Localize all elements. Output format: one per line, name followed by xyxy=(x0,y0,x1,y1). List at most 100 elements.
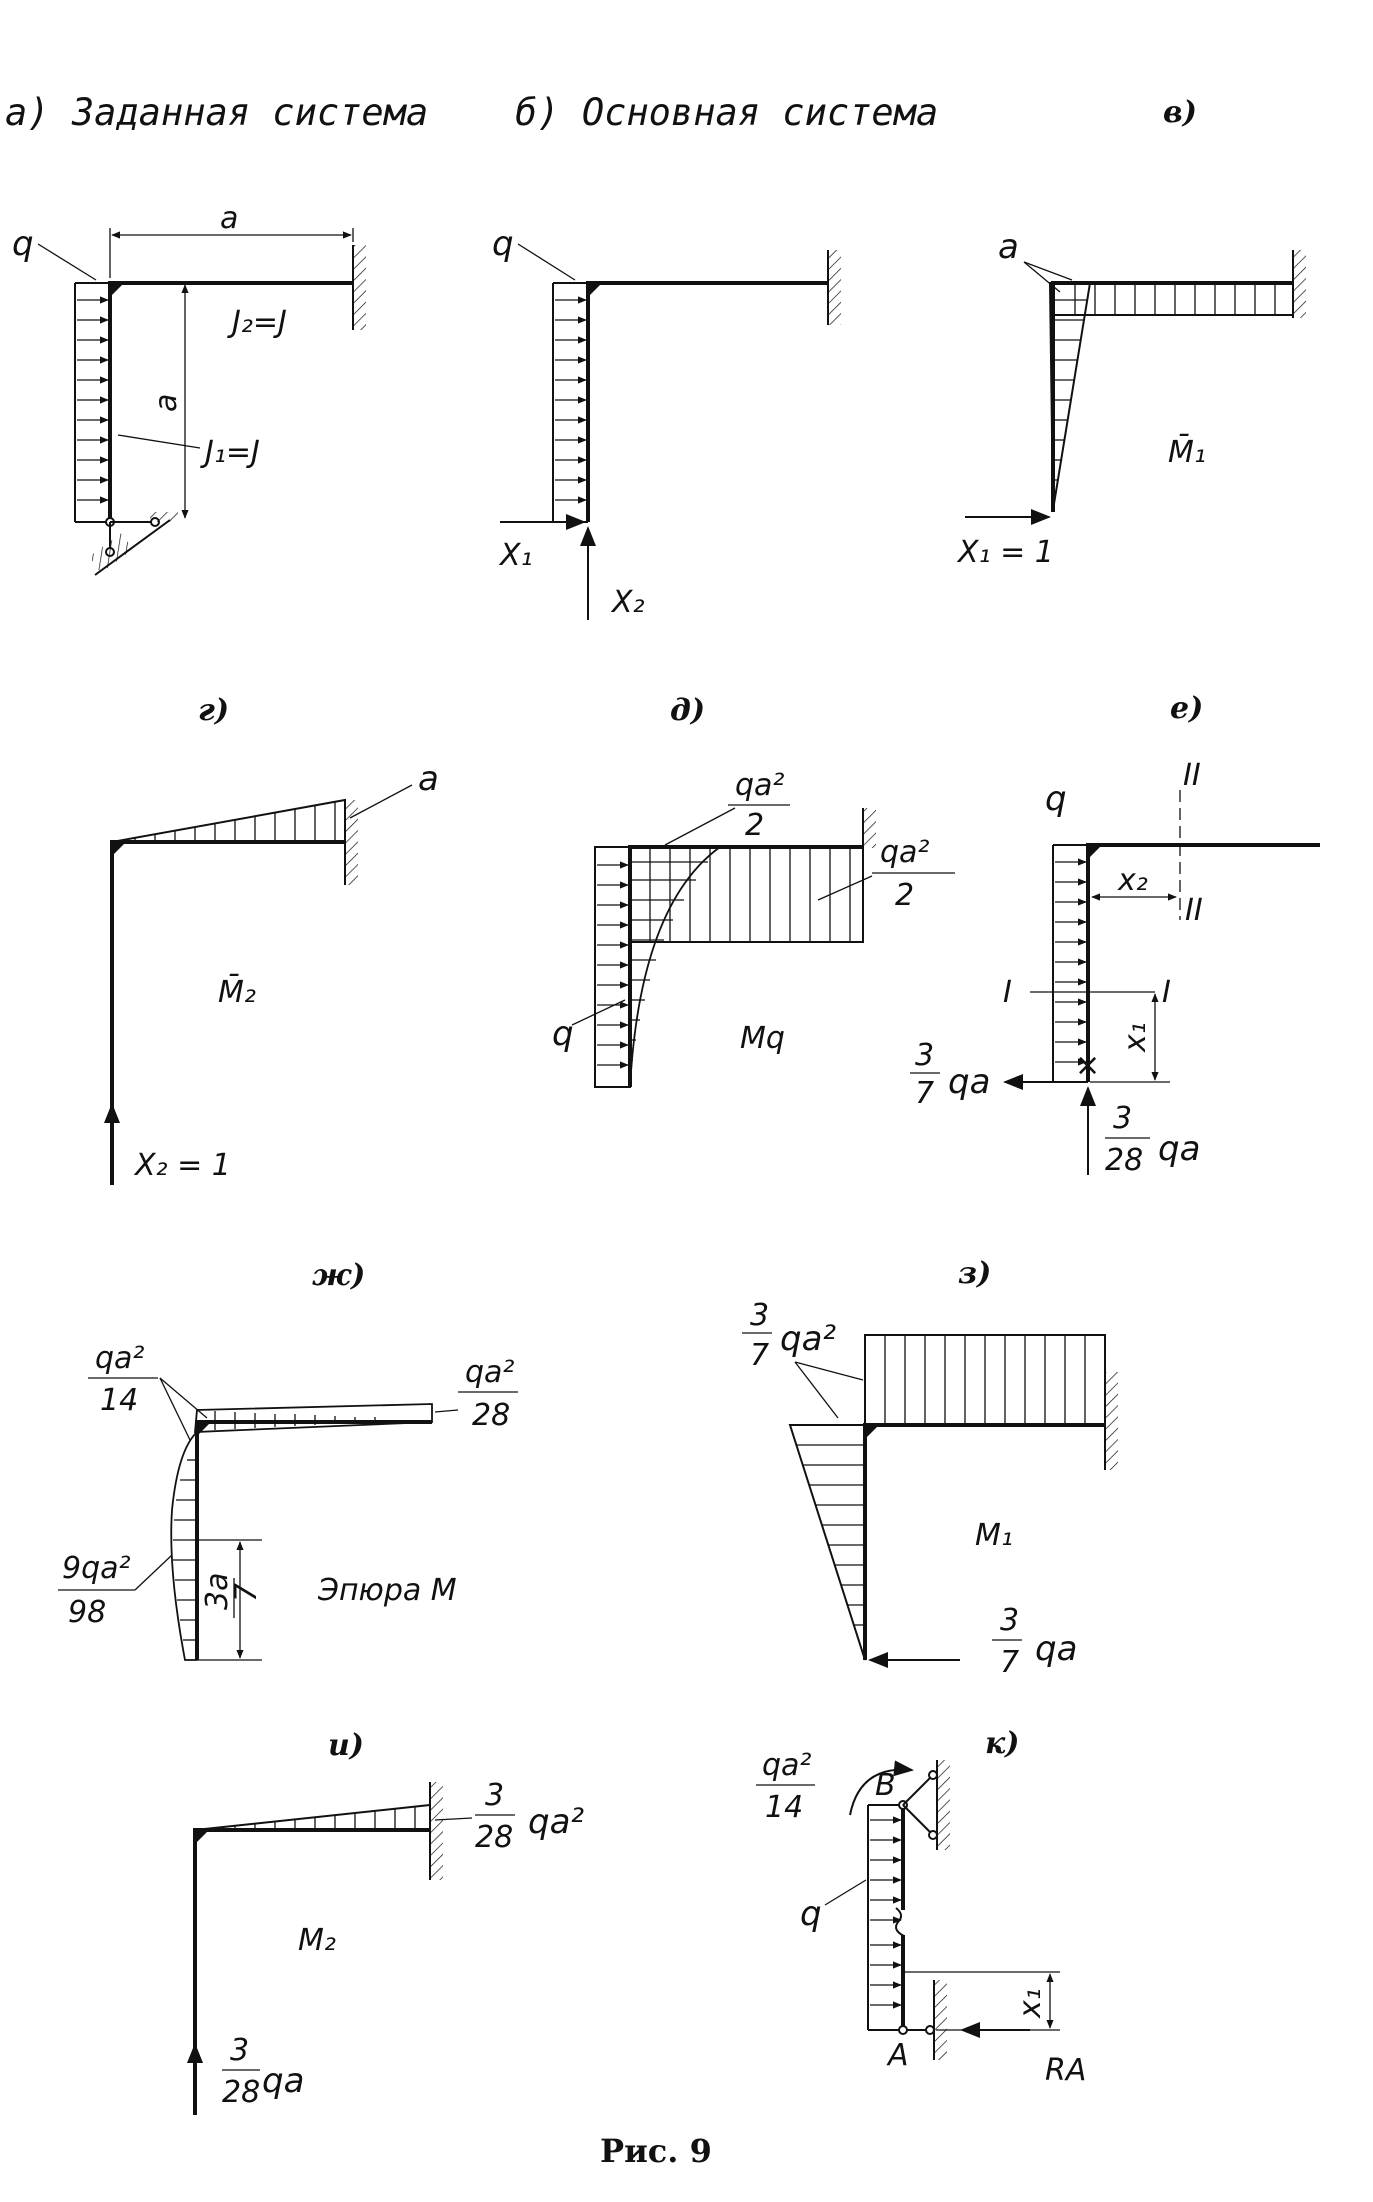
zh-right-num: qa² xyxy=(465,1355,514,1390)
pin-support-a xyxy=(89,512,178,576)
moment-diagram-v-column xyxy=(1048,282,1092,511)
force-h-den: 7 xyxy=(915,1076,934,1111)
moment-column-z xyxy=(788,1424,866,1661)
load-column-d xyxy=(594,846,631,1088)
fixed-support-i xyxy=(429,1782,443,1880)
caption-zh: ж) xyxy=(312,1258,365,1293)
frame-i xyxy=(193,1828,430,2115)
q-label-k: q xyxy=(800,1894,822,1934)
fixed-support-d xyxy=(862,808,876,848)
moment-arrow-k xyxy=(849,1760,914,1816)
zh-dist-num: 3a xyxy=(200,1573,235,1610)
q-label-a: q xyxy=(12,224,34,264)
k-moment-den: 14 xyxy=(765,1790,803,1825)
moment-beam-d xyxy=(629,846,864,943)
span-label-top-a: a xyxy=(220,201,238,236)
frame-v xyxy=(1051,281,1293,512)
moment-diagram-zh-column xyxy=(170,1431,198,1661)
zh-top-den: 14 xyxy=(100,1383,138,1418)
span-label-side-a: a xyxy=(149,394,184,412)
distributed-load-k xyxy=(867,1804,903,2031)
rigid-joint-b xyxy=(588,283,602,297)
caption-e: е) xyxy=(1170,691,1203,726)
M2-label-i: M₂ xyxy=(298,1923,336,1958)
panel-d: qa² 2 qa² 2 q Mq xyxy=(552,768,955,1088)
panel-a: a a q J₂=J J₁=J xyxy=(12,201,366,576)
z-force-den: 7 xyxy=(1000,1645,1019,1680)
frame-b xyxy=(586,281,828,522)
panel-e: q II II x₂ I I x₁ × 3 7 qa 3 28 qa xyxy=(910,758,1320,1178)
moment-curve-d xyxy=(629,846,721,1088)
force-X1-label: X₁ xyxy=(498,538,533,573)
qa2-2-top-num: qa² xyxy=(735,768,784,803)
moment-diagram-zh-beam xyxy=(194,1403,433,1433)
z-top-den: 7 xyxy=(750,1338,769,1373)
i-right-tail: qa² xyxy=(528,1802,584,1842)
panel-b: q X₁ X₂ xyxy=(492,224,841,620)
section-I-right: I xyxy=(1162,975,1171,1010)
i-force-tail: qa xyxy=(262,2061,304,2101)
frame-d xyxy=(628,845,863,1087)
M2-bar-label: M̄₂ xyxy=(218,974,256,1010)
A-label: A xyxy=(886,2038,909,2073)
rigid-joint-a xyxy=(110,283,124,297)
fixed-support-v xyxy=(1292,250,1306,318)
epure-M-title: Эпюра М xyxy=(317,1573,457,1608)
z-top-tail: qa² xyxy=(780,1319,836,1359)
zh-dist-den: 7 xyxy=(229,1583,264,1602)
caption-k: к) xyxy=(985,1726,1020,1761)
i-right-num: 3 xyxy=(485,1778,504,1813)
caption-a: а) Заданная система xyxy=(5,91,428,134)
caption-g: г) xyxy=(198,693,229,728)
force-h-tail: qa xyxy=(948,1062,990,1102)
figure-caption: Рис. 9 xyxy=(600,2132,712,2170)
fixed-support-g xyxy=(344,800,358,885)
qa2-2-right-num: qa² xyxy=(880,835,929,870)
caption-b: б) Основная система xyxy=(515,91,938,134)
qa2-2-right-den: 2 xyxy=(895,878,914,913)
zh-top-num: qa² xyxy=(95,1341,144,1376)
panel-z: 3 7 qa² M₁ 3 7 qa xyxy=(742,1298,1118,1680)
x1-label-k: x₁ xyxy=(1013,1988,1048,2019)
frame-zh xyxy=(195,1420,432,1660)
Mq-label: Mq xyxy=(740,1021,785,1056)
support-A xyxy=(898,1980,947,2060)
i-right-den: 28 xyxy=(475,1820,513,1855)
distributed-load-a xyxy=(74,282,110,523)
force-v-den: 28 xyxy=(1105,1143,1143,1178)
J2-label: J₂=J xyxy=(227,305,287,340)
panel-k: qa² 14 B q x₁ RA A xyxy=(756,1748,1086,2088)
M1-label-z: M₁ xyxy=(975,1518,1013,1553)
panel-g: a M̄₂ X₂ = 1 xyxy=(104,759,439,1185)
section-I-left: I xyxy=(1003,975,1012,1010)
q-label-e: q xyxy=(1045,779,1067,819)
a-label-v: a xyxy=(998,227,1019,267)
distributed-load-b xyxy=(552,282,588,523)
M1-bar-label: M̄₁ xyxy=(1168,434,1206,470)
break-mark-k xyxy=(895,1907,905,1937)
caption-i: и) xyxy=(328,1728,364,1763)
fixed-support-z xyxy=(1104,1372,1118,1470)
moment-diagram-g xyxy=(111,798,346,843)
frame-g xyxy=(110,840,345,1185)
fixed-support-b xyxy=(827,250,841,325)
q-label-b: q xyxy=(492,224,514,264)
k-moment-num: qa² xyxy=(762,1748,811,1783)
force-v-num: 3 xyxy=(1113,1101,1132,1136)
x2-label: x₂ xyxy=(1117,863,1148,898)
support-B xyxy=(898,1760,950,1850)
panel-v: a M̄₁ X₁ = 1 xyxy=(956,227,1306,570)
cross-marker: × xyxy=(1075,1048,1100,1083)
section-II-top: II xyxy=(1183,758,1201,793)
force-v-tail: qa xyxy=(1158,1129,1200,1169)
z-force-tail: qa xyxy=(1035,1629,1077,1669)
unit-force-X1-label: X₁ = 1 xyxy=(956,535,1054,570)
caption-v: в) xyxy=(1163,95,1197,130)
qa2-2-top-den: 2 xyxy=(745,808,764,843)
RA-label: RA xyxy=(1045,2053,1086,2088)
zh-low-den: 98 xyxy=(68,1595,106,1630)
B-label: B xyxy=(875,1768,896,1803)
force-X2-label: X₂ xyxy=(610,585,645,620)
J1-label: J₁=J xyxy=(200,435,260,470)
